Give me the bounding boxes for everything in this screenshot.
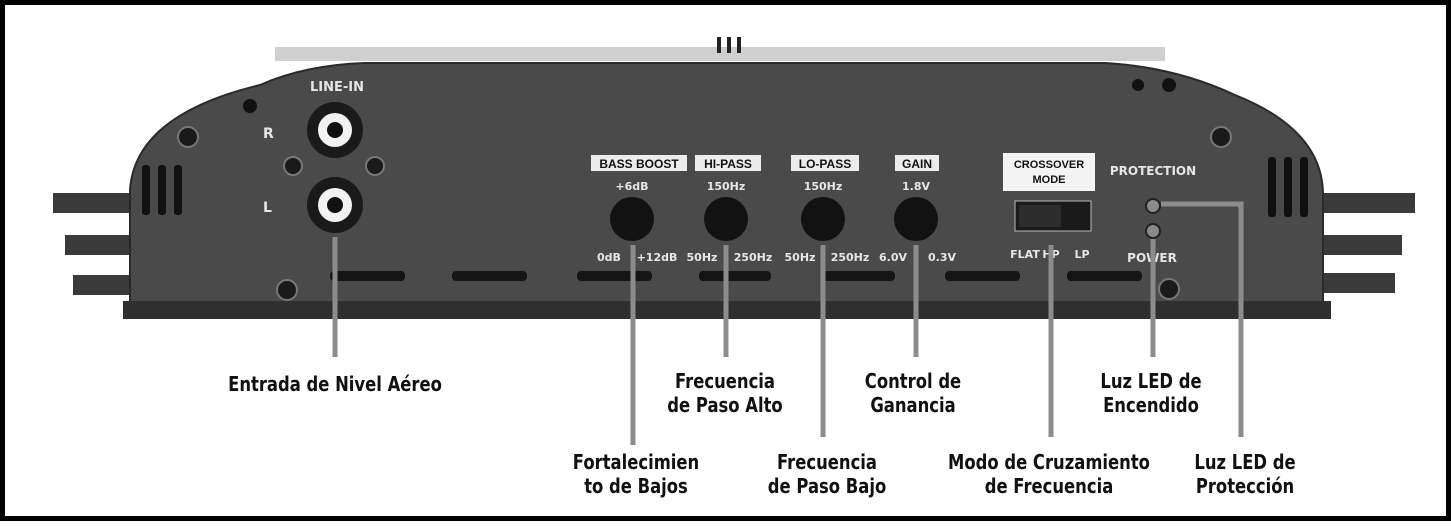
- crossover-flat-label: FLAT: [1010, 248, 1040, 261]
- crossover-title-line1: CROSSOVER: [1014, 159, 1084, 171]
- bottom-slots: [330, 271, 1142, 281]
- crossover-lp-label: LP: [1074, 248, 1089, 261]
- callout-high-pass: Frecuencia de Paso Alto: [667, 369, 783, 417]
- knob-lo-pass[interactable]: LO-PASS 150Hz 50Hz 250Hz: [785, 155, 870, 264]
- bass-boost-top-value: +6dB: [615, 180, 648, 193]
- bass-boost-right-value: +12dB: [637, 251, 678, 264]
- channel-r-label: R: [263, 126, 274, 142]
- amplifier-panel: LINE-IN R L BASS BOOST +6dB 0dB +12dB HI…: [53, 37, 1415, 445]
- panel-screws: [177, 126, 1232, 301]
- protection-label: PROTECTION: [1110, 164, 1196, 178]
- lo-pass-label: LO-PASS: [799, 157, 851, 171]
- lo-pass-top-value: 150Hz: [804, 180, 843, 193]
- power-led: [1145, 223, 1161, 239]
- leader-protection-led: [1161, 201, 1244, 437]
- panel-body: [129, 62, 1324, 306]
- callout-bass-boost: Fortalecimien to de Bajos: [572, 450, 700, 498]
- chassis-top-edge: [275, 47, 1165, 61]
- rca-jack-left[interactable]: [307, 177, 363, 233]
- panel-holes: [243, 78, 1176, 113]
- hi-pass-right-value: 250Hz: [734, 251, 773, 264]
- hi-pass-top-value: 150Hz: [707, 180, 746, 193]
- callout-low-pass: Frecuencia de Paso Bajo: [767, 450, 887, 498]
- callout-protection-led: Luz LED de Protección: [1194, 450, 1296, 498]
- callout-leader-lines: [332, 201, 1244, 445]
- crossover-title-line2: MODE: [1033, 174, 1066, 186]
- bass-boost-left-value: 0dB: [597, 251, 621, 264]
- knob-hi-pass[interactable]: HI-PASS 150Hz 50Hz 250Hz: [687, 155, 773, 264]
- line-in-label: LINE-IN: [310, 80, 364, 95]
- knob-gain[interactable]: GAIN 1.8V 6.0V 0.3V: [879, 155, 956, 264]
- gain-top-value: 1.8V: [902, 180, 930, 193]
- callout-power-led: Luz LED de Encendido: [1100, 369, 1202, 417]
- top-terminals: [717, 37, 741, 53]
- callout-high-level-input: Entrada de Nivel Aéreo: [228, 372, 442, 396]
- hi-pass-left-value: 50Hz: [687, 251, 718, 264]
- gain-left-value: 6.0V: [879, 251, 907, 264]
- bass-boost-label: BASS BOOST: [599, 157, 679, 171]
- right-vents: [1268, 157, 1308, 217]
- gain-right-value: 0.3V: [928, 251, 956, 264]
- callout-crossover-mode: Modo de Cruzamiento de Frecuencia: [948, 450, 1150, 498]
- hi-pass-label: HI-PASS: [704, 157, 752, 171]
- channel-l-label: L: [263, 200, 272, 216]
- lo-pass-right-value: 250Hz: [831, 251, 870, 264]
- right-heatsink-fins: [1317, 193, 1415, 293]
- gain-label: GAIN: [902, 157, 932, 171]
- knob-bass-boost[interactable]: BASS BOOST +6dB 0dB +12dB: [591, 155, 687, 264]
- callout-gain: Control de Ganancia: [864, 369, 962, 417]
- lo-pass-left-value: 50Hz: [785, 251, 816, 264]
- rca-jack-right[interactable]: [307, 102, 363, 158]
- left-vents: [142, 165, 182, 215]
- protection-led: [1145, 198, 1161, 214]
- crossover-mode-switch[interactable]: CROSSOVER MODE FLAT HP LP: [1003, 153, 1095, 261]
